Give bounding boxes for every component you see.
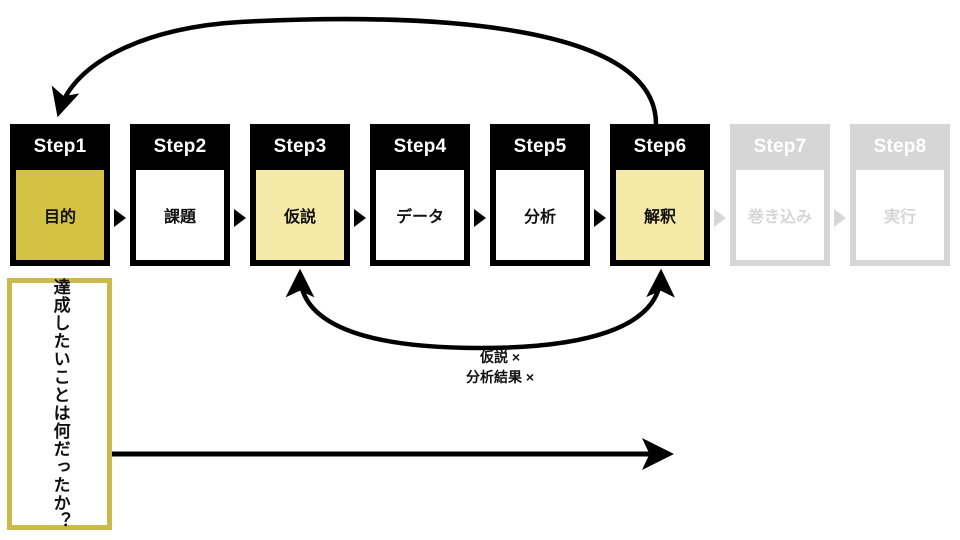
step-card-6[interactable]: Step6 解釈 bbox=[610, 124, 710, 266]
step-card-5[interactable]: Step5 分析 bbox=[490, 124, 590, 266]
question-box-text: 達成したいことは何だったか？ bbox=[50, 278, 70, 530]
step-header-8: Step8 bbox=[873, 136, 927, 157]
step-body-2: 課題 bbox=[136, 170, 224, 260]
step-body-1: 目的 bbox=[16, 170, 104, 260]
step-header-4: Step4 bbox=[393, 136, 447, 157]
connector-arrow-icon-7-8 bbox=[834, 209, 846, 227]
step-header-5: Step5 bbox=[513, 136, 567, 157]
step-body-3: 仮説 bbox=[256, 170, 344, 260]
step-card-4[interactable]: Step4 データ bbox=[370, 124, 470, 266]
connector-arrow-icon-5-6 bbox=[594, 209, 606, 227]
arrow-top-feedback-loop bbox=[51, 16, 659, 125]
connector-arrow-icon-3-4 bbox=[354, 209, 366, 227]
arrow-bottom-iteration-loop bbox=[285, 268, 675, 351]
step-body-6: 解釈 bbox=[616, 170, 704, 260]
step-card-3[interactable]: Step3 仮説 bbox=[250, 124, 350, 266]
step-card-7[interactable]: Step7 巻き込み bbox=[730, 124, 830, 266]
loop-annotation-line-2: 分析結果 × bbox=[465, 369, 535, 386]
step-header-6: Step6 bbox=[633, 136, 687, 157]
step-body-7: 巻き込み bbox=[736, 170, 824, 260]
step-body-4: データ bbox=[376, 170, 464, 260]
connector-arrow-icon-4-5 bbox=[474, 209, 486, 227]
connector-arrow-icon-6-7 bbox=[714, 209, 726, 227]
connector-arrow-icon-2-3 bbox=[234, 209, 246, 227]
step-body-5: 分析 bbox=[496, 170, 584, 260]
step-card-1[interactable]: Step1 目的 bbox=[10, 124, 110, 266]
loop-annotation-line-1: 仮説 × bbox=[479, 349, 521, 365]
step-header-2: Step2 bbox=[153, 136, 207, 157]
step-card-2[interactable]: Step2 課題 bbox=[130, 124, 230, 266]
question-box: 達成したいことは何だったか？ bbox=[7, 278, 112, 530]
step-card-8[interactable]: Step8 実行 bbox=[850, 124, 950, 266]
step-header-7: Step7 bbox=[753, 136, 807, 157]
loop-annotation: 仮説 × 分析結果 × bbox=[400, 347, 600, 388]
step-header-1: Step1 bbox=[33, 136, 87, 157]
step-body-8: 実行 bbox=[856, 170, 944, 260]
connector-arrow-icon-1-2 bbox=[114, 209, 126, 227]
step-header-3: Step3 bbox=[273, 136, 327, 157]
